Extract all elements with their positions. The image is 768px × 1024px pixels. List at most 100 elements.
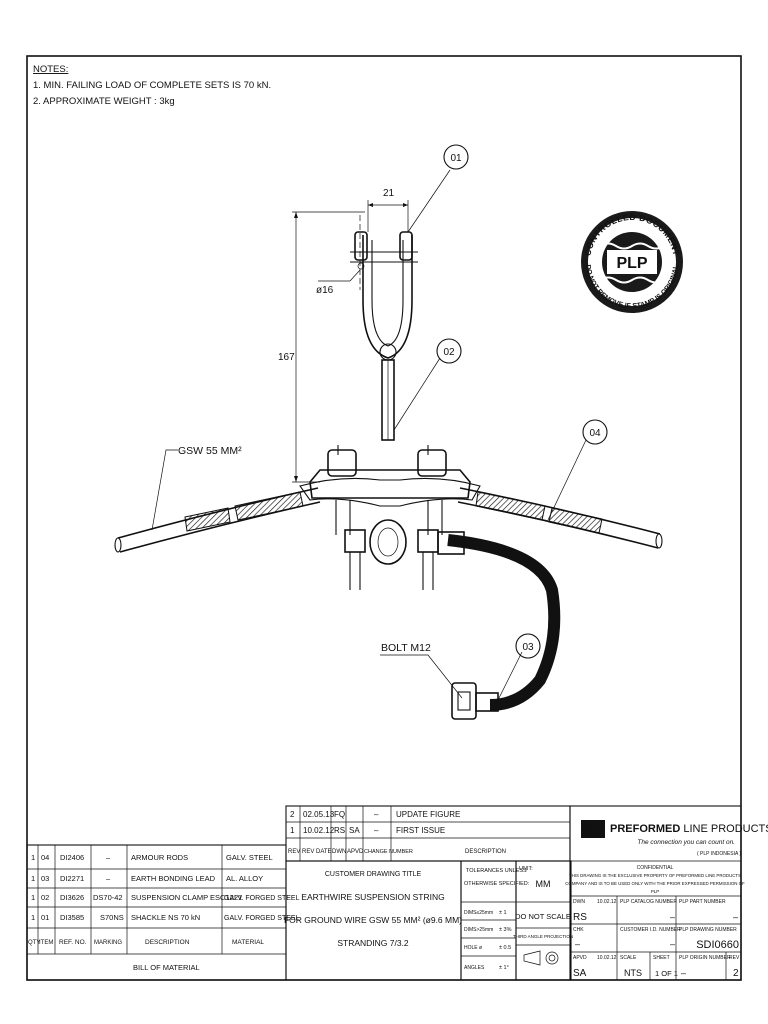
rev-date-cell: 10.02.12 xyxy=(303,826,335,835)
title-line-3: STRANDING 7/3.2 xyxy=(337,938,409,948)
confidential-title: CONFIDENTIAL xyxy=(637,865,674,871)
dim-21: 21 xyxy=(383,188,395,199)
plp-drawing-label: PLP DRAWING NUMBER xyxy=(679,927,737,933)
bom-marking: DS70-42 xyxy=(93,893,123,902)
bom-marking-header: MARKING xyxy=(94,940,122,946)
bom-header: QTY ITEM REF. NO. MARKING DESCRIPTION MA… xyxy=(28,939,264,946)
dimension-width: 21 xyxy=(367,188,409,232)
tolerances-label-2: OTHERWISE SPECIFIED: xyxy=(464,881,530,887)
bom-ref: DI2406 xyxy=(60,853,84,862)
note-2: 2. APPROXIMATE WEIGHT : 3kg xyxy=(33,96,175,107)
title-block: CUSTOMER DRAWING TITLE EARTHWIRE SUSPENS… xyxy=(284,805,768,981)
confidential-text-1: THIS DRAWING IS THE EXCLUSIVE PROPERTY O… xyxy=(569,873,741,878)
bom-marking: – xyxy=(106,853,111,862)
bom-row: 1 01 DI3585 S70NS SHACKLE NS 70 kN GALV.… xyxy=(31,913,300,922)
bom-marking: – xyxy=(106,874,111,883)
origin-label: PLP ORIGIN NUMBER xyxy=(679,955,731,961)
bom-ref: DI3626 xyxy=(60,893,84,902)
revision-header: REV REV DATE DWN APVD CHANGE NUMBER DESC… xyxy=(288,849,506,855)
description-header: DESCRIPTION xyxy=(465,849,506,855)
rev-dwn-cell: FQ xyxy=(334,810,345,819)
dimension-diameter: ø16 xyxy=(316,269,361,296)
bom-item: 03 xyxy=(41,874,49,883)
plp-catalog-value: – xyxy=(670,912,675,922)
label-gsw: GSW 55 MM² xyxy=(178,445,242,457)
bom-description: ARMOUR RODS xyxy=(131,853,188,862)
bom-description: EARTH BONDING LEAD xyxy=(131,874,216,883)
bolt-label: BOLT M12 xyxy=(380,642,463,699)
note-1: 1. MIN. FAILING LOAD OF COMPLETE SETS IS… xyxy=(33,80,271,91)
dwn-label: DWN xyxy=(573,899,585,905)
stamp-logo: PLP xyxy=(616,255,647,272)
label-bolt: BOLT M12 xyxy=(381,642,431,654)
balloon-01: 01 xyxy=(407,144,469,233)
dim-167: 167 xyxy=(278,352,295,363)
rev-description-cell: FIRST ISSUE xyxy=(396,826,445,835)
bom-qty: 1 xyxy=(31,913,35,922)
apvd-date: 10.02.12 xyxy=(597,955,617,961)
bom-qty: 1 xyxy=(31,874,35,883)
bom-row: 1 04 DI2406 – ARMOUR RODS GALV. STEEL xyxy=(31,853,273,862)
plp-drawing-value: SDI0660 xyxy=(696,939,739,951)
controlled-document-stamp: CONTROLLED DOCUMENT DO NOT REMOVE IF STA… xyxy=(581,211,683,313)
chk-value: – xyxy=(575,939,580,949)
sheet-value: 1 OF 1 xyxy=(655,969,678,978)
rev-date-header: REV DATE xyxy=(302,849,332,855)
bom-qty-header: QTY xyxy=(28,940,40,946)
bom-description-header: DESCRIPTION xyxy=(145,939,190,946)
unit-value: MM xyxy=(536,879,551,889)
balloon-02-text: 02 xyxy=(443,347,455,358)
tol-1-label: DIMS≤25mm xyxy=(464,910,493,916)
bom-item: 01 xyxy=(41,913,49,922)
bom-qty: 1 xyxy=(31,893,35,902)
title-line-2: FOR GROUND WIRE GSW 55 MM² (ø9.6 MM) xyxy=(284,915,462,925)
dwn-date: 10.02.12 xyxy=(597,899,617,905)
rev-cell: 1 xyxy=(290,826,295,835)
bom-description: SUSPENSION CLAMP ESC1221 xyxy=(131,893,242,902)
bom-qty: 1 xyxy=(31,853,35,862)
customer-id-value: – xyxy=(670,939,675,949)
earth-bonding-lead xyxy=(437,531,561,720)
company-tagline: The connection you can count on. xyxy=(637,839,735,846)
revision-row: 1 10.02.12 RS SA – FIRST ISSUE xyxy=(290,826,445,835)
bom-description: SHACKLE NS 70 kN xyxy=(131,913,200,922)
rev-change-cell: – xyxy=(374,810,379,819)
company-sub: ( PLP INDONESIA ) xyxy=(697,851,741,857)
confidential-text-3: PLP xyxy=(651,889,659,894)
dwn-header: DWN xyxy=(332,849,346,855)
apvd-header: APVD xyxy=(347,849,364,855)
revision-row: 2 02.05.13 FQ – UPDATE FIGURE xyxy=(290,810,460,819)
tol-2-value: ± 3% xyxy=(499,927,512,933)
plp-part-label: PLP PART NUMBER xyxy=(679,899,726,905)
bom-material: GALV. STEEL xyxy=(226,853,273,862)
rev-value: 2 xyxy=(733,968,739,979)
armour-rods xyxy=(184,491,603,534)
notes-heading: NOTES: xyxy=(33,64,68,75)
plp-catalog-label: PLP CATALOG NUMBER xyxy=(620,899,677,905)
bill-of-material: 1 04 DI2406 – ARMOUR RODS GALV. STEEL 1 … xyxy=(26,844,300,981)
link-rod xyxy=(381,359,395,441)
bom-row: 1 03 DI2271 – EARTH BONDING LEAD AL. ALL… xyxy=(31,874,263,883)
apvd-label: APVD xyxy=(573,955,587,961)
bom-material: AL. ALLOY xyxy=(226,874,263,883)
bom-row: 1 02 DI3626 DS70-42 SUSPENSION CLAMP ESC… xyxy=(31,893,300,902)
apvd-value: SA xyxy=(573,968,587,979)
customer-id-label: CUSTOMER I.D. NUMBER xyxy=(620,927,681,933)
unit-label: UNIT: xyxy=(519,866,533,872)
rev-apvd-cell: SA xyxy=(349,826,360,835)
balloon-02: 02 xyxy=(393,338,462,431)
rev-date-cell: 02.05.13 xyxy=(303,810,335,819)
tol-4-value: ± 1° xyxy=(499,965,509,971)
rev-header: REV xyxy=(288,849,300,855)
wire-label: GSW 55 MM² xyxy=(151,445,242,531)
rev-cell: 2 xyxy=(290,810,295,819)
rev-label: REV xyxy=(729,955,740,961)
tolerances-label: TOLERANCES UNLESS xyxy=(466,868,527,874)
title-line-1: EARTHWIRE SUSPENSION STRING xyxy=(301,892,444,902)
bom-title: BILL OF MATERIAL xyxy=(133,963,200,972)
tol-1-value: ± 1 xyxy=(499,910,507,916)
chk-label: CHK xyxy=(573,927,584,933)
balloon-03-text: 03 xyxy=(522,642,534,653)
bom-item: 02 xyxy=(41,893,49,902)
